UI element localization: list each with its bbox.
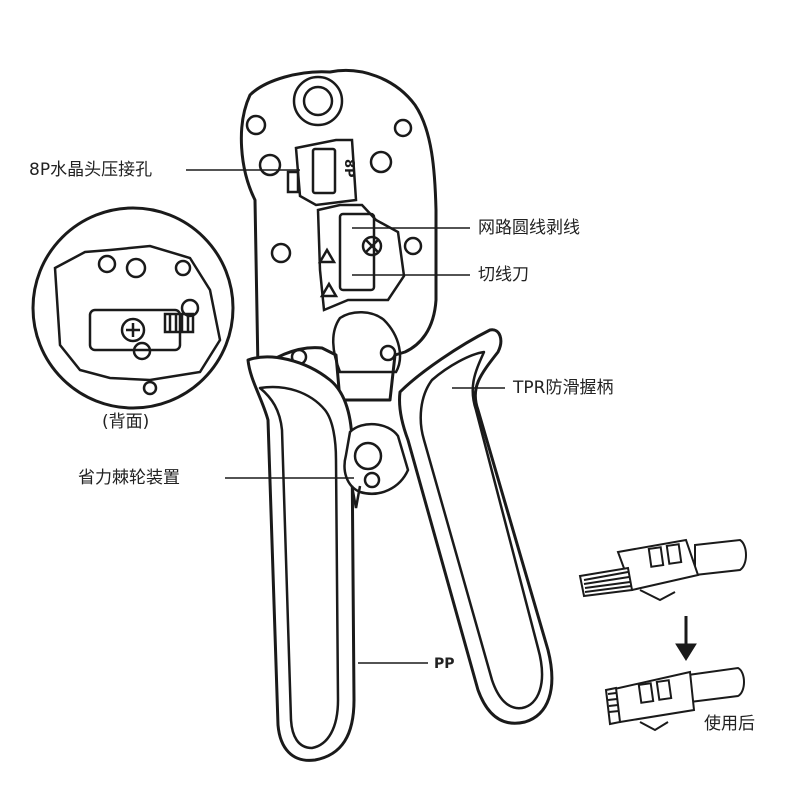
label-round-cable-stripper: 网路圆线剥线 bbox=[478, 218, 580, 238]
left-handle bbox=[246, 355, 356, 762]
leader-lines bbox=[186, 169, 505, 664]
label-cutter-blade: 切线刀 bbox=[478, 265, 529, 285]
ratchet-mechanism bbox=[343, 423, 410, 509]
back-view-inset bbox=[31, 206, 235, 410]
label-back-view: (背面) bbox=[102, 412, 150, 432]
connector-before bbox=[578, 538, 747, 602]
connector-after bbox=[604, 666, 745, 732]
label-8p-crimp-hole: 8P水晶头压接孔 bbox=[29, 160, 153, 180]
label-ratchet: 省力棘轮装置 bbox=[78, 468, 180, 488]
die-mark-text: 8P bbox=[341, 159, 356, 178]
label-after-use: 使用后 bbox=[704, 714, 755, 734]
label-pp: PP bbox=[434, 656, 455, 672]
label-tpr-grip: TPR防滑握柄 bbox=[513, 378, 614, 398]
right-handle bbox=[398, 328, 554, 725]
head-details bbox=[245, 75, 423, 374]
arrow-down-icon bbox=[675, 616, 697, 661]
